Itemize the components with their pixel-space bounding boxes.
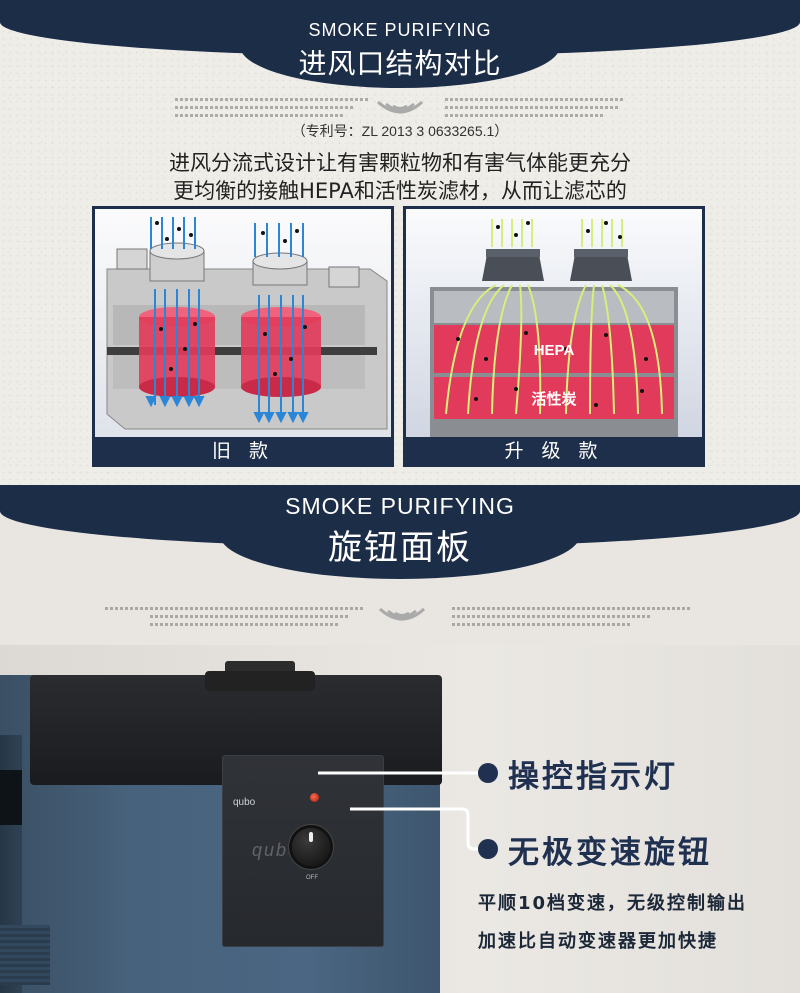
callout-lines bbox=[318, 771, 488, 851]
decorative-fineprint bbox=[452, 615, 652, 618]
decorative-fineprint bbox=[445, 106, 620, 109]
upgraded-model-panel: HEPA 活性炭 升 级 款 bbox=[403, 206, 705, 467]
callout-speed-knob: 无极变速旋钮 bbox=[508, 835, 712, 871]
vent-grille bbox=[0, 925, 50, 985]
signal-wave-icon bbox=[378, 607, 426, 621]
purifier-body: qubo qubo OFF bbox=[0, 661, 442, 993]
callout-dot-knob bbox=[478, 839, 498, 859]
decorative-fineprint bbox=[452, 623, 632, 626]
old-model-panel: 旧 款 bbox=[92, 206, 394, 467]
structure-comparison-section: SMOKE PURIFYING 进风口结构对比 （专利号：ZL 2013 3 0… bbox=[0, 0, 800, 485]
upgraded-model-diagram: HEPA 活性炭 bbox=[406, 209, 702, 437]
knob-pointer bbox=[309, 832, 313, 842]
decorative-fineprint bbox=[452, 607, 692, 610]
hepa-layer-label: HEPA bbox=[534, 342, 575, 359]
upgraded-model-caption: 升 级 款 bbox=[504, 440, 604, 462]
decorative-fineprint bbox=[175, 106, 355, 109]
section-subtitle-en: SMOKE PURIFYING bbox=[308, 20, 492, 40]
knob-off-label: OFF bbox=[306, 875, 318, 881]
decorative-fineprint bbox=[150, 615, 350, 618]
feature-description-line-1: 平顺10档变速，无级控制输出 bbox=[478, 893, 748, 914]
callout-indicator-light: 操控指示灯 bbox=[508, 759, 678, 795]
indicator-light bbox=[310, 793, 319, 802]
old-model-diagram bbox=[95, 209, 391, 437]
signal-wave-icon bbox=[376, 100, 424, 114]
callout-dot-indicator bbox=[478, 763, 498, 783]
control-panel: qubo qubo OFF bbox=[222, 755, 384, 947]
old-model-caption: 旧 款 bbox=[211, 440, 275, 462]
decorative-fineprint bbox=[105, 607, 365, 610]
product-photo: qubo qubo OFF 操控指示灯 无极变速旋钮 平顺10档变速，无级控制输… bbox=[0, 645, 800, 993]
decorative-fineprint bbox=[175, 98, 370, 101]
old-model-illustration bbox=[106, 217, 388, 430]
decorative-fineprint bbox=[445, 114, 605, 117]
section-title: 进风口结构对比 bbox=[298, 47, 502, 80]
description-line-1: 进风分流式设计让有害颗粒物和有害气体能更充分 bbox=[169, 151, 631, 175]
feature-description-line-2: 加速比自动变速器更加快捷 bbox=[478, 931, 718, 952]
purifier-lid bbox=[205, 671, 315, 691]
decorative-fineprint bbox=[175, 114, 345, 117]
section-title: 旋钮面板 bbox=[328, 528, 472, 568]
upgraded-model-illustration: HEPA 活性炭 bbox=[430, 219, 678, 437]
description-line-2: 更均衡的接触HEPA和活性炭滤材，从而让滤芯的 bbox=[173, 179, 627, 203]
decorative-fineprint bbox=[445, 98, 625, 101]
knob-panel-section: SMOKE PURIFYING 旋钮面板 qubo qubo OFF bbox=[0, 485, 800, 993]
section-subtitle-en: SMOKE PURIFYING bbox=[285, 493, 515, 519]
brand-logo: qubo bbox=[233, 797, 256, 808]
decorative-fineprint bbox=[150, 623, 340, 626]
patent-number: （专利号：ZL 2013 3 0633265.1） bbox=[291, 123, 509, 139]
watermark: qubo bbox=[252, 840, 301, 860]
handle-slot bbox=[0, 770, 22, 825]
speed-knob[interactable] bbox=[292, 828, 330, 866]
carbon-layer-label: 活性炭 bbox=[531, 390, 576, 408]
